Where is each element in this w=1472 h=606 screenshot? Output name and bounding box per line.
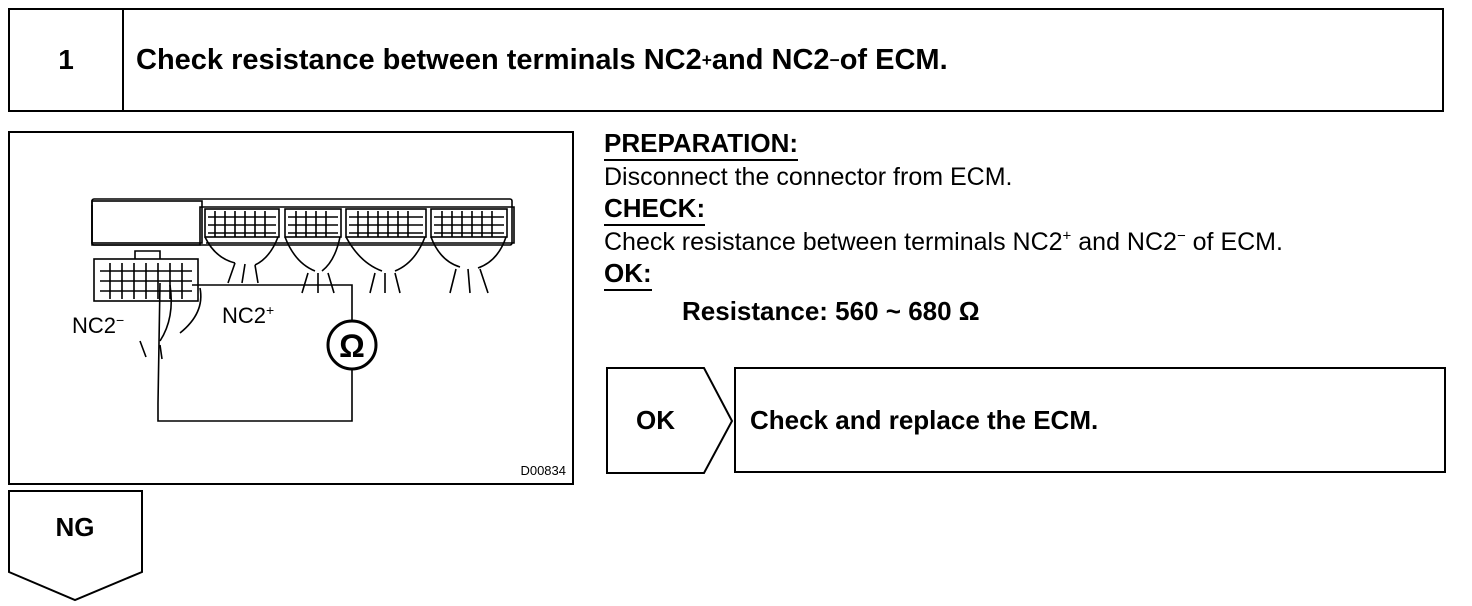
small-connector-pins <box>100 263 192 299</box>
ok-branch: OK Check and replace the ECM. <box>606 367 1446 475</box>
check-text-sup: + <box>1062 227 1072 245</box>
ohmmeter-circle <box>326 319 378 371</box>
ng-arrow-shape <box>8 490 143 602</box>
label-nc2-minus: NC2− <box>72 312 124 338</box>
figure-id: D00834 <box>520 463 566 478</box>
instructions: PREPARATION: Disconnect the connector fr… <box>604 128 1464 331</box>
check-text: Check resistance between terminals NC2+ … <box>604 226 1464 258</box>
ecm-connector-housing <box>91 200 203 244</box>
ecm-connector-housing <box>91 198 513 246</box>
connector-block <box>284 208 342 238</box>
check-text-part: Check resistance between terminals NC2 <box>604 228 1063 256</box>
probe-lead <box>139 340 163 360</box>
step-title-part: and NC2 <box>711 43 830 76</box>
wire-bundle <box>284 236 341 294</box>
step-title-part: Check resistance between terminals NC2 <box>136 43 702 76</box>
wiring-diagram: Ω NC2− NC2+ D00834 <box>8 131 574 485</box>
probe-lead <box>159 284 202 342</box>
wire-bundle <box>345 236 426 294</box>
probe-wire <box>192 284 353 321</box>
label-nc2-plus: NC2+ <box>222 302 274 328</box>
ng-label: NG <box>55 512 95 542</box>
connector-block <box>204 208 280 238</box>
connector-pins <box>208 211 276 237</box>
ok-label: OK <box>636 404 675 435</box>
check-text-part: and NC2 <box>1071 228 1177 256</box>
ohmmeter-symbol: Ω <box>339 328 365 364</box>
step-title-part: of ECM. <box>839 43 948 76</box>
connector-pins <box>288 211 338 237</box>
connector-pins <box>434 211 504 237</box>
preparation-header: PREPARATION: <box>604 128 799 161</box>
connector-block <box>430 208 508 238</box>
probe-wire <box>157 282 353 422</box>
ok-arrow-shape <box>606 367 734 474</box>
preparation-text: Disconnect the connector from ECM. <box>604 163 1013 191</box>
step-number: 1 <box>10 10 124 110</box>
connector-block <box>345 208 427 238</box>
wire-bundle <box>204 236 279 284</box>
check-text-sup: − <box>1176 227 1186 245</box>
ng-branch: NG <box>8 490 148 602</box>
small-connector <box>93 258 199 302</box>
ok-header: OK: <box>604 258 652 291</box>
check-header: CHECK: <box>604 193 706 226</box>
connector-pins <box>349 211 423 237</box>
check-text-part: of ECM. <box>1185 228 1283 256</box>
step-header: 1 Check resistance between terminals NC2… <box>8 8 1444 112</box>
resistance-spec: Resistance: 560 ~ 680 Ω <box>682 296 980 326</box>
step-title: Check resistance between terminals NC2+ … <box>136 43 948 76</box>
small-connector-latch <box>134 250 161 259</box>
connector-diagram-svg: Ω NC2− NC2+ D00834 <box>72 198 566 478</box>
wire-bundle <box>430 236 507 294</box>
ok-result: Check and replace the ECM. <box>734 367 1446 473</box>
